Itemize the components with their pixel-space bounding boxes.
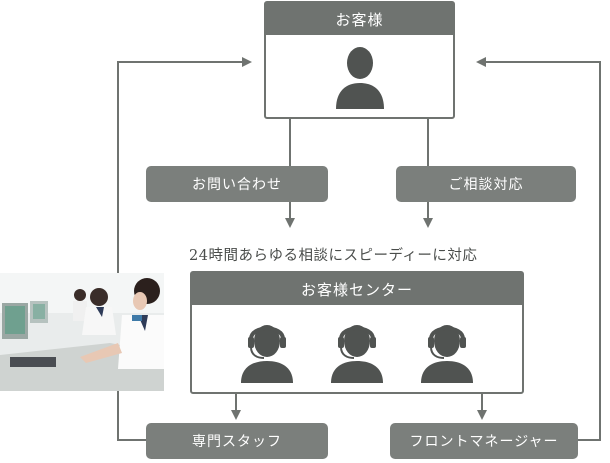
front-manager-label: フロントマネージャー	[390, 423, 578, 459]
person-icon	[335, 47, 384, 109]
operator-headset-icon	[421, 325, 473, 383]
right-feedback-line	[476, 57, 601, 441]
operator-headset-icon	[331, 325, 383, 383]
staff-label: 専門スタッフ	[146, 423, 328, 459]
call-center-photo	[0, 273, 164, 391]
customer-box: お客様	[264, 1, 455, 119]
inquiry-label: お問い合わせ	[146, 166, 328, 202]
customer-box-title: お客様	[266, 3, 453, 35]
left-feedback-line	[117, 57, 252, 441]
customer-center-title: お客様センター	[192, 273, 522, 305]
consultation-label: ご相談対応	[396, 166, 576, 202]
customer-center-box: お客様センター	[190, 271, 524, 394]
operator-headset-icon	[241, 325, 293, 383]
service-caption: 24時間あらゆる相談にスピーディーに対応	[189, 248, 478, 264]
